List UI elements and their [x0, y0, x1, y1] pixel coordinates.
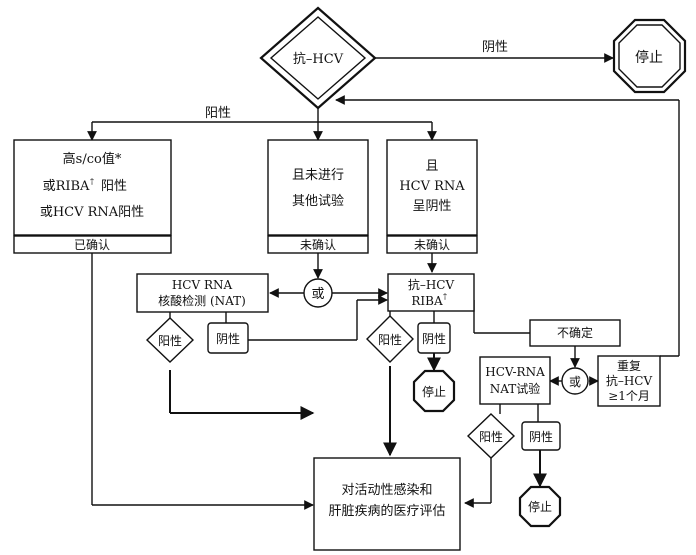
connectors	[87, 53, 680, 510]
anti-riba-superscript: †	[443, 292, 447, 301]
stop-octagon-bottom: 停止	[518, 485, 562, 528]
nat-negative-box: 阴性	[207, 322, 249, 354]
anti-riba-line-2: RIBA	[411, 294, 443, 308]
hcv-rna-nat-line-2: 核酸检测 (NAT)	[158, 293, 246, 308]
nat-test-positive-label: 阳性	[479, 430, 503, 444]
hcv-rna-nat-line-1: HCV RNA	[172, 278, 233, 292]
not-confirmed-box-2: 未确认	[386, 235, 478, 254]
high-sco-line-2: 或RIBA	[43, 179, 90, 194]
medical-eval-line-1: 对活动性感染和	[341, 482, 432, 498]
stop-octagon-top: 停止	[612, 18, 687, 94]
nat-test-negative-label: 阴性	[529, 430, 553, 444]
or-label-2: 或	[569, 375, 581, 389]
hcv-rna-nat-test-box: HCV-RNA NAT试验	[479, 356, 551, 405]
high-sco-line-3: 或HCV RNA阳性	[40, 205, 144, 220]
rna-negative-box: 且 HCV RNA 呈阴性	[386, 139, 478, 236]
hcv-rna-nat-box: HCV RNA 核酸检测 (NAT)	[136, 273, 269, 313]
repeat-anti-hcv-box: 重复 抗–HCV ≥1个月	[597, 355, 661, 407]
positive-edge-label: 阳性	[205, 106, 231, 121]
repeat-line-1: 重复	[617, 359, 641, 373]
riba-positive-diamond: 阳性	[366, 315, 414, 363]
no-other-test-line-1: 且未进行	[292, 168, 344, 183]
nat-negative-label: 阴性	[216, 332, 240, 346]
repeat-line-2: 抗–HCV	[606, 373, 653, 388]
riba-negative-box: 阴性	[417, 322, 451, 354]
anti-hcv-riba-box: 抗–HCV RIBA †	[387, 273, 475, 312]
indeterminate-label: 不确定	[557, 325, 593, 340]
or-circle-1: 或	[303, 278, 333, 308]
high-sco-line-2b: 阳性	[101, 179, 127, 194]
medical-evaluation-box: 对活动性感染和 肝脏疾病的医疗评估	[313, 457, 461, 551]
or-label-1: 或	[311, 287, 324, 302]
stop-octagon-mid: 停止	[412, 369, 456, 413]
stop-bottom-label: 停止	[528, 499, 552, 514]
high-sco-superscript: †	[90, 177, 94, 186]
no-other-test-line-2: 其他试验	[292, 193, 344, 209]
negative-edge-label: 阴性	[482, 40, 508, 55]
anti-riba-line-1: 抗–HCV	[408, 277, 455, 292]
nat-test-negative-box: 阴性	[521, 421, 561, 451]
riba-positive-label: 阳性	[378, 333, 402, 347]
no-other-test-box: 且未进行 其他试验	[267, 139, 369, 236]
or-circle-2: 或	[561, 367, 589, 395]
confirmed-box: 已确认	[13, 235, 172, 254]
stop-mid-label: 停止	[422, 384, 446, 399]
rna-negative-line-2: HCV RNA	[399, 179, 465, 194]
anti-hcv-label: 抗–HCV	[293, 52, 344, 67]
high-sco-line-1: 高s/co值*	[63, 151, 122, 167]
medical-eval-line-2: 肝脏疾病的医疗评估	[328, 503, 445, 519]
anti-hcv-decision: 抗–HCV	[259, 6, 377, 110]
repeat-line-3: ≥1个月	[608, 389, 650, 403]
nat-positive-label: 阳性	[158, 334, 182, 348]
confirmed-label: 已确认	[74, 238, 110, 252]
indeterminate-box: 不确定	[529, 319, 621, 347]
not-confirmed-label-2: 未确认	[414, 238, 450, 252]
nat-test-line-1: HCV-RNA	[485, 365, 545, 379]
high-sco-box: 高s/co值* 或RIBA † 阳性 或HCV RNA阳性	[13, 139, 172, 236]
rna-negative-line-1: 且	[425, 159, 438, 174]
nat-test-line-2: NAT试验	[490, 381, 541, 396]
nat-positive-diamond: 阳性	[145, 317, 195, 363]
nat-test-positive-diamond: 阳性	[466, 413, 516, 459]
riba-negative-label: 阴性	[422, 332, 446, 346]
not-confirmed-box-1: 未确认	[267, 235, 369, 254]
not-confirmed-label-1: 未确认	[300, 238, 336, 252]
rna-negative-line-3: 呈阴性	[412, 199, 451, 214]
stop-top-label: 停止	[635, 49, 663, 66]
